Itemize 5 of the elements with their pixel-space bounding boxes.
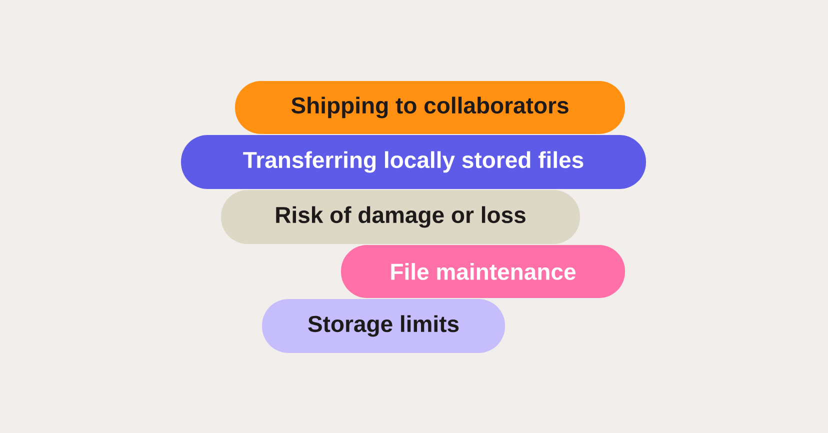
pill-label: Storage limits [262, 299, 505, 353]
pill-label: File maintenance [341, 245, 625, 298]
pill-label: Transferring locally stored files [181, 135, 646, 189]
pill-label: Shipping to collaborators [235, 81, 625, 134]
pill-label: Risk of damage or loss [221, 190, 580, 244]
